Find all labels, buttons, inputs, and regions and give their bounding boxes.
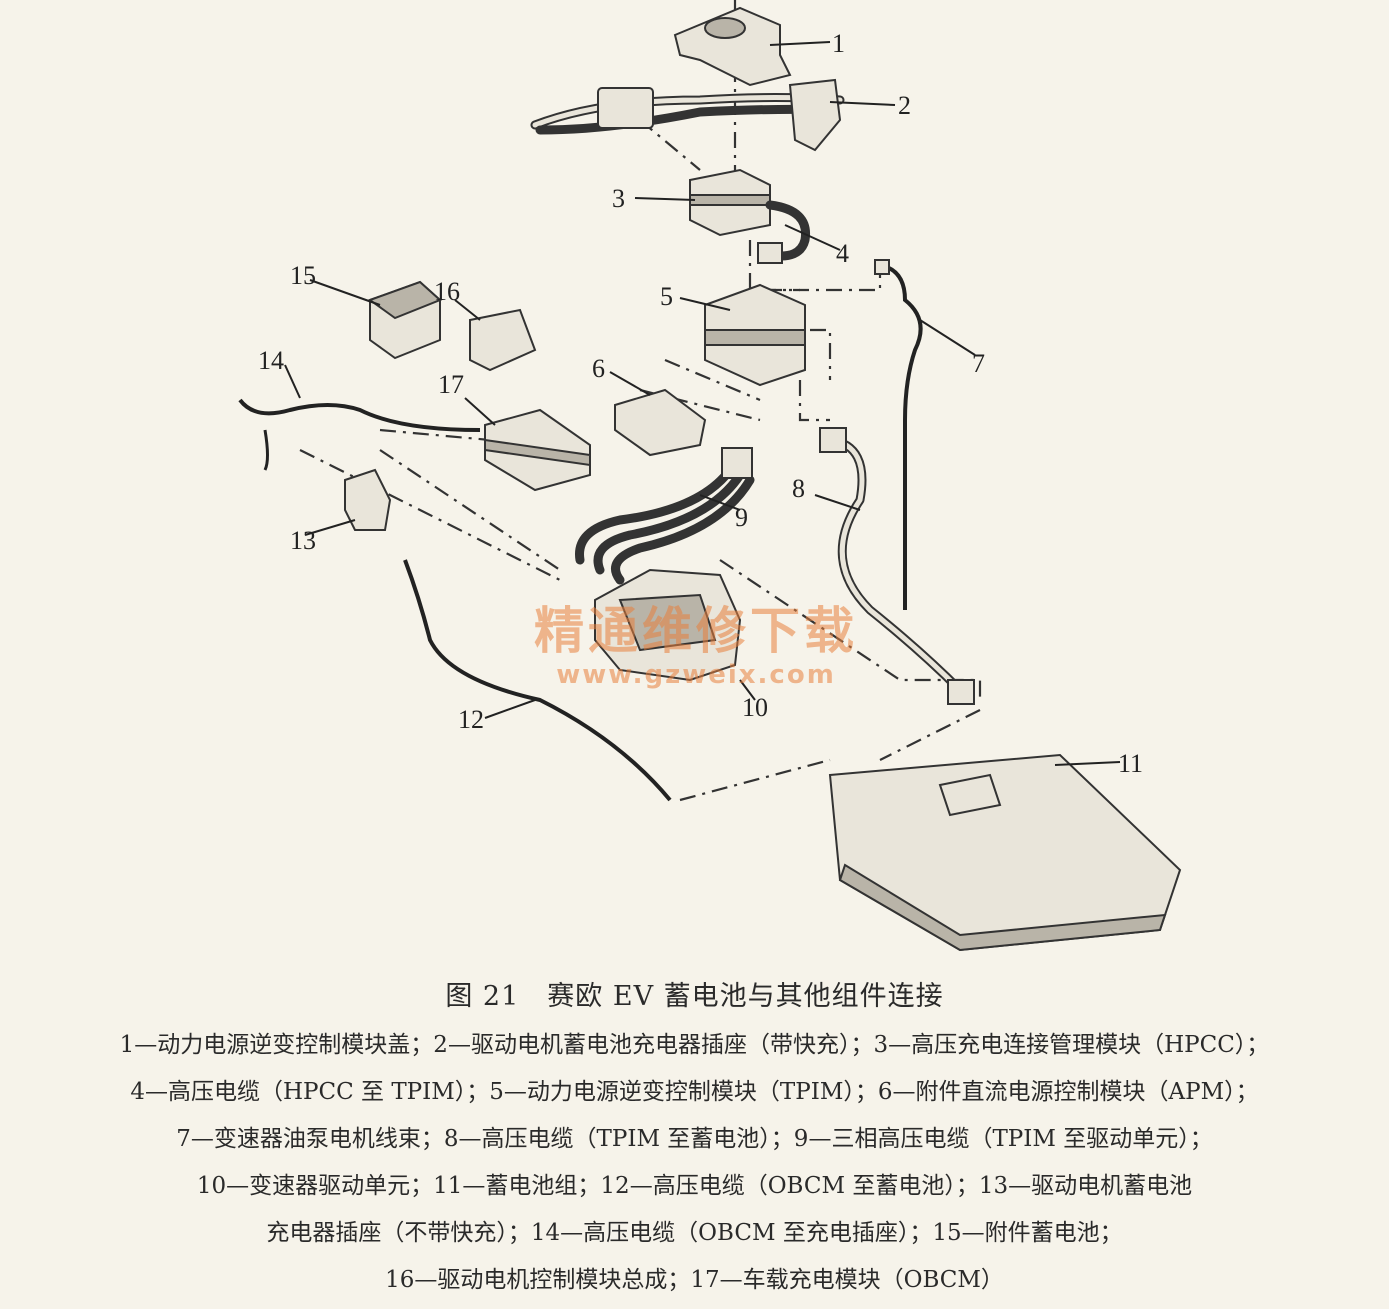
accessory-battery: [367, 280, 442, 360]
callout-6: 6: [592, 354, 605, 383]
callout-14: 14: [258, 346, 284, 375]
hv-cable-hpcc-tpim: [757, 200, 811, 264]
charger-socket-harness-quick: [530, 78, 845, 152]
callout-9: 9: [735, 503, 748, 532]
legend: 1—动力电源逆变控制模块盖；2—驱动电机蓄电池充电器插座（带快充）；3—高压充电…: [0, 1022, 1389, 1304]
three-phase-hv-cable: [575, 447, 755, 585]
obcm-module: [484, 408, 591, 492]
callout-15: 15: [290, 261, 316, 290]
hv-cable-obcm-battery: [403, 559, 672, 802]
legend-line: 16—驱动电机控制模块总成；17—车载充电模块（OBCM）: [385, 1267, 1004, 1293]
tpim-module: [704, 283, 806, 387]
legend-line: 7—变速器油泵电机线束；8—高压电缆（TPIM 至蓄电池）；9—三相高压电缆（T…: [176, 1126, 1213, 1152]
legend-line: 10—变速器驱动单元；11—蓄电池组；12—高压电缆（OBCM 至蓄电池）；13…: [196, 1173, 1193, 1199]
legend-line: 4—高压电缆（HPCC 至 TPIM）；5—动力电源逆变控制模块（TPIM）；6…: [130, 1079, 1259, 1105]
figure-title: 图 21 赛欧 EV 蓄电池与其他组件连接: [445, 981, 944, 1012]
callout-4: 4: [836, 239, 849, 268]
legend-line: 充电器插座（不带快充）；14—高压电缆（OBCM 至充电插座）；15—附件蓄电池…: [266, 1220, 1123, 1246]
callout-16: 16: [434, 277, 460, 306]
leader-lines: [284, 41, 1121, 766]
drive-unit: [594, 568, 742, 682]
callout-17: 17: [438, 370, 464, 399]
hv-cable-obcm-socket: [238, 398, 481, 471]
callout-3: 3: [612, 184, 625, 213]
callout-7: 7: [972, 349, 985, 378]
callout-10: 10: [742, 693, 768, 722]
callout-12: 12: [458, 705, 484, 734]
callout-2: 2: [898, 91, 911, 120]
drive-motor-control-module: [469, 308, 537, 372]
hv-cable-tpim-battery: [819, 427, 975, 705]
callout-8: 8: [792, 474, 805, 503]
oil-pump-harness: [874, 259, 923, 610]
callout-13: 13: [290, 526, 316, 555]
battery-pack: [828, 753, 1182, 952]
callout-11: 11: [1118, 749, 1143, 778]
callout-1: 1: [832, 29, 845, 58]
callout-5: 5: [660, 282, 673, 311]
charger-socket-no-quick: [344, 468, 392, 531]
legend-line: 1—动力电源逆变控制模块盖；2—驱动电机蓄电池充电器插座（带快充）；3—高压充电…: [119, 1032, 1270, 1058]
inverter-cover: [673, 6, 792, 87]
hpcc-module: [689, 168, 771, 237]
callout-labels: 1 2 3 4 5 6 7 8 9 10 11 12 13 14 15 16 1…: [258, 29, 1143, 778]
exploded-assembly-diagram: 1 2 3 4 5 6 7 8 9 10 11 12 13 14 15 16 1…: [238, 0, 1182, 952]
apm-module: [614, 388, 707, 457]
